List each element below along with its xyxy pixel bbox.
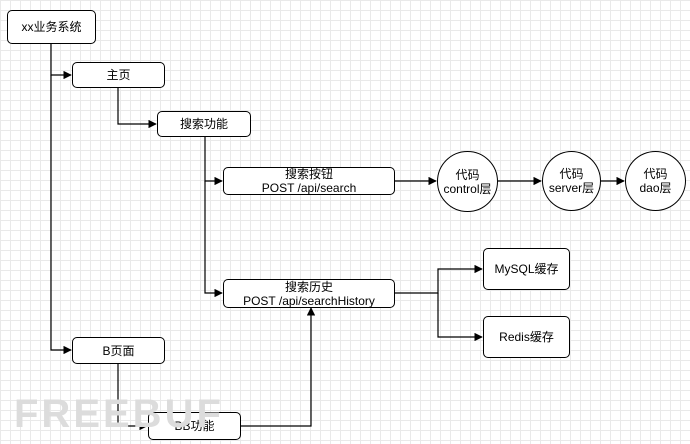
node-home[interactable]: 主页	[72, 62, 165, 88]
node-code-control-layer: control层	[443, 181, 492, 196]
edge-search-history	[204, 181, 223, 298]
edge-bb-history	[241, 307, 316, 427]
node-system-label: xx业务系统	[21, 20, 82, 34]
node-code-control-title: 代码	[455, 167, 480, 182]
node-home-label: 主页	[106, 68, 131, 82]
node-b-page[interactable]: B页面	[72, 337, 165, 364]
node-bb-feature-label: BB功能	[174, 419, 215, 433]
node-code-dao-title: 代码	[643, 167, 668, 181]
edge-home-search	[117, 88, 157, 129]
node-code-server[interactable]: 代码 server层	[542, 151, 601, 211]
node-search-button-endpoint: POST /api/search	[261, 181, 357, 195]
edge-system-home	[50, 44, 72, 80]
node-redis-cache[interactable]: Redis缓存	[483, 316, 570, 358]
node-code-dao-layer: dao层	[639, 181, 672, 195]
node-search-feature[interactable]: 搜索功能	[157, 111, 251, 137]
node-bb-feature[interactable]: BB功能	[148, 412, 241, 440]
node-code-dao[interactable]: 代码 dao层	[625, 151, 686, 211]
node-search-history[interactable]: 搜索历史 POST /api/searchHistory	[223, 279, 395, 308]
node-mysql-cache-label: MySQL缓存	[494, 262, 559, 276]
node-search-button[interactable]: 搜索按钮 POST /api/search	[223, 167, 395, 195]
node-search-button-title: 搜索按钮	[284, 167, 333, 181]
node-code-control[interactable]: 代码 control层	[437, 151, 498, 212]
node-mysql-cache[interactable]: MySQL缓存	[483, 248, 570, 290]
edge-search-button	[204, 137, 223, 186]
node-b-page-label: B页面	[102, 343, 135, 358]
node-redis-cache-label: Redis缓存	[499, 330, 554, 344]
node-search-history-title: 搜索历史	[284, 279, 333, 294]
edge-history-redis	[437, 293, 483, 342]
edge-system-bpage	[50, 75, 72, 355]
edge-bpage-bb	[117, 364, 148, 431]
node-code-server-layer: server层	[548, 181, 595, 195]
node-search-feature-label: 搜索功能	[179, 117, 228, 131]
edge-history-mysql	[395, 264, 483, 294]
node-code-server-title: 代码	[559, 167, 584, 181]
node-system[interactable]: xx业务系统	[7, 10, 96, 44]
node-search-history-endpoint: POST /api/searchHistory	[243, 293, 375, 308]
